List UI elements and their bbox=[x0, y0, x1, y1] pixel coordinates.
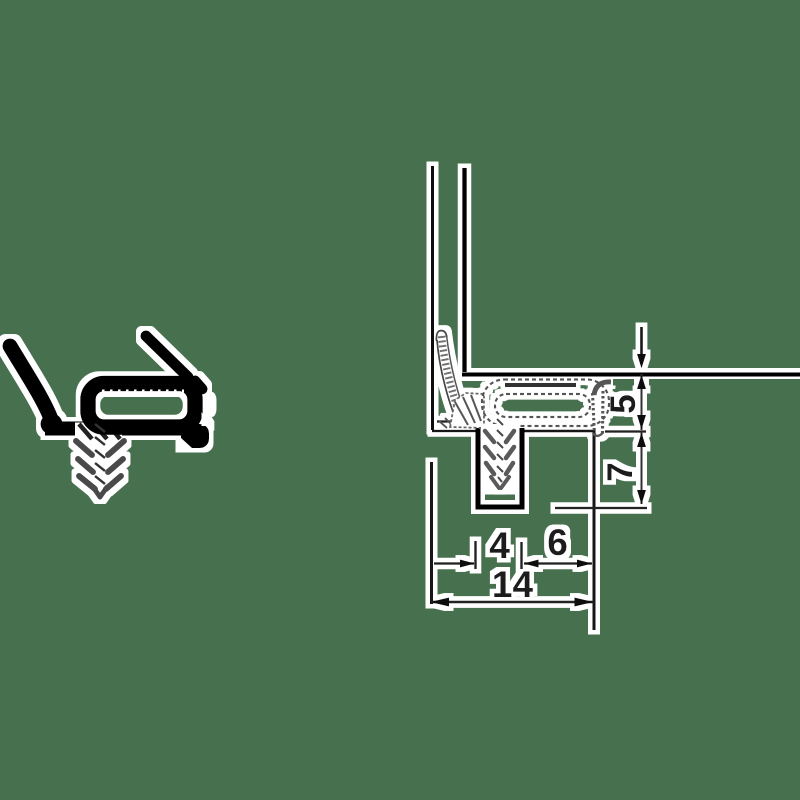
svg-text:5: 5 bbox=[604, 394, 643, 413]
svg-text:7: 7 bbox=[601, 462, 640, 481]
svg-text:6: 6 bbox=[547, 522, 568, 563]
svg-text:14: 14 bbox=[492, 564, 534, 605]
svg-text:4: 4 bbox=[489, 525, 510, 566]
